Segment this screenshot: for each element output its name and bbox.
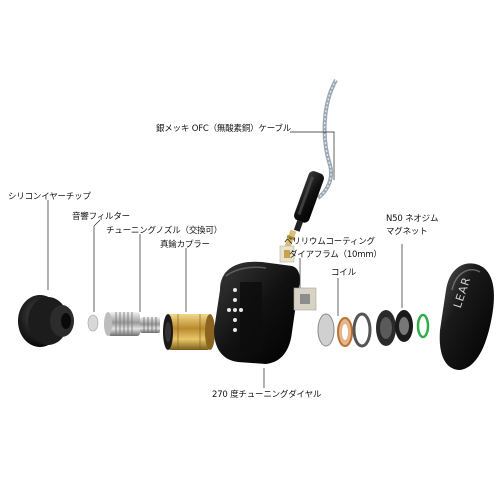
- eartip: [18, 295, 74, 347]
- green-ring: [416, 313, 430, 339]
- label-cable: 銀メッキ OFC（無酸素銅）ケーブル: [156, 124, 292, 134]
- label-diaphragm-1: ベリリウムコーティング: [284, 237, 375, 247]
- brass-coupler: [163, 314, 215, 350]
- label-eartip: シリコンイヤーチップ: [8, 192, 91, 202]
- label-dial: 270 度チューニングダイヤル: [212, 390, 322, 400]
- coil: [337, 317, 353, 347]
- leader-lines: [47, 131, 403, 388]
- acoustic-filter: [87, 314, 99, 332]
- label-magnet-2: マグネット: [386, 227, 428, 237]
- label-coil: コイル: [331, 268, 356, 278]
- label-magnet-1: N50 ネオジム: [386, 214, 439, 224]
- dial-housing: [214, 261, 300, 364]
- beryllium-diaphragm: [317, 313, 335, 347]
- spacer-ring: [352, 312, 372, 348]
- driver-block: [293, 287, 317, 311]
- magnet: [376, 310, 413, 346]
- tuning-nozzle: [104, 312, 160, 336]
- label-filter: 音響フィルター: [72, 212, 130, 222]
- label-diaphragm-2: ダイアフラム（10mm）: [289, 250, 382, 260]
- cable: [279, 79, 338, 263]
- label-brass: 真鍮カプラー: [160, 240, 210, 250]
- label-nozzle: チューニングノズル（交換可）: [106, 226, 223, 236]
- faceplate: [439, 263, 494, 370]
